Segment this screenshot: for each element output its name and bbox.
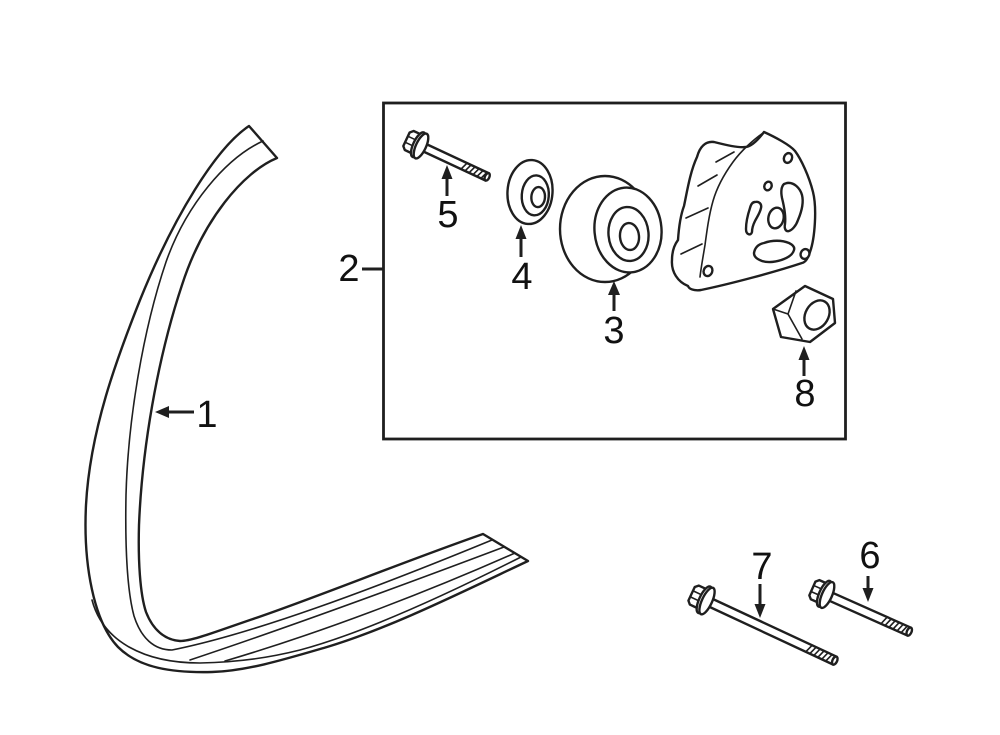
callout-6-label: 6: [859, 535, 880, 577]
callout-2-label: 2: [338, 248, 359, 290]
callout-8-label: 8: [794, 373, 815, 415]
part-bracket: [670, 130, 817, 292]
part-nut: [771, 284, 837, 344]
callout-5-label: 5: [437, 194, 458, 236]
part-pulley-bolt: [402, 129, 491, 182]
callout-1: 1: [155, 394, 218, 436]
callout-7-label: 7: [751, 546, 772, 588]
part-washer: [506, 158, 554, 226]
callout-4-label: 4: [511, 256, 532, 298]
part-mount-bolt-long: [687, 584, 839, 666]
callout-5: 5: [437, 165, 459, 236]
callout-3-label: 3: [603, 310, 624, 352]
callout-2: 2: [338, 248, 383, 290]
callout-7: 7: [751, 546, 773, 618]
callout-3: 3: [603, 281, 625, 352]
callout-6: 6: [859, 535, 881, 602]
callout-1-label: 1: [196, 394, 217, 436]
callout-4: 4: [511, 225, 533, 298]
part-serpentine-belt: [84, 124, 530, 674]
callout-8: 8: [794, 346, 816, 415]
part-mount-bolt-short: [808, 578, 914, 637]
part-idler-pulley: [558, 174, 663, 284]
